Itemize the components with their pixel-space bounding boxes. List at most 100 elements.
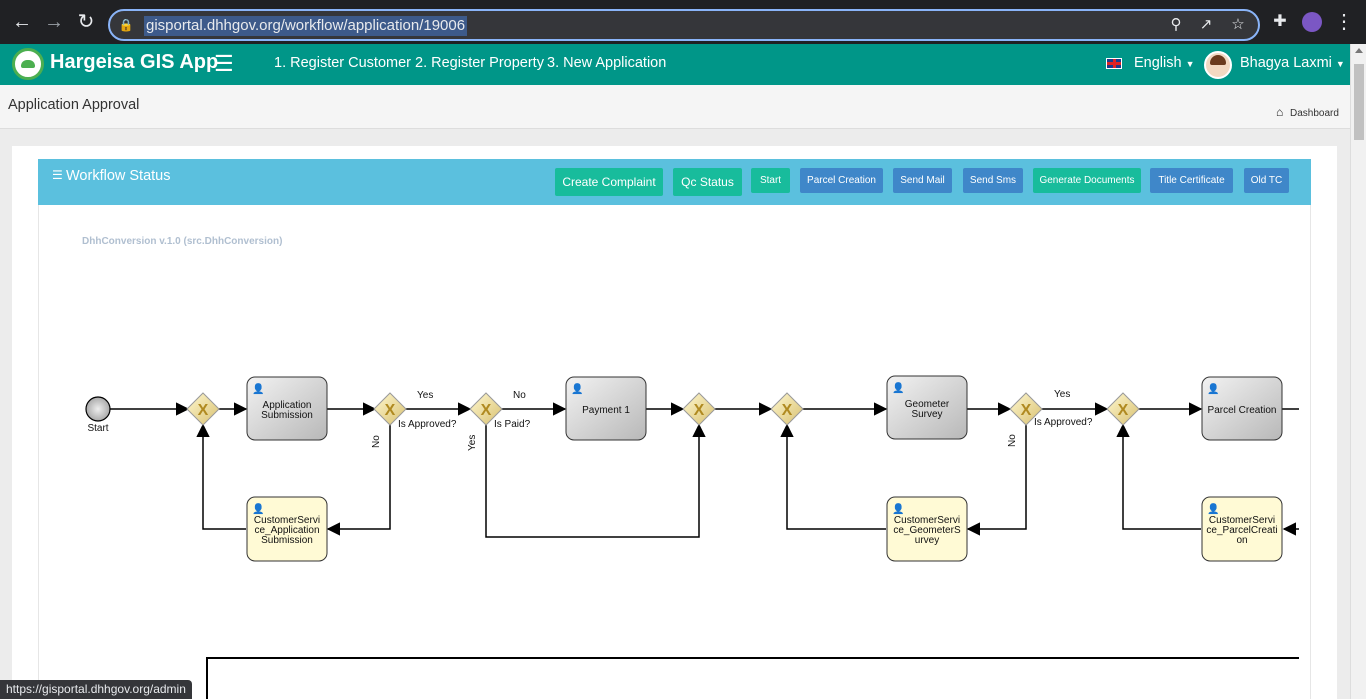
qc-status-button[interactable]: Qc Status [673,168,742,196]
start-event[interactable] [85,396,111,422]
edge-label-yes: Yes [417,390,433,401]
share-icon[interactable]: ↗ [1199,16,1213,33]
profile-avatar-icon[interactable] [1300,10,1324,34]
task-label: Survey [911,409,942,420]
send-sms-button[interactable]: Send Sms [963,168,1023,193]
uk-flag-icon [1106,58,1122,69]
extensions-icon[interactable]: ✚ [1273,13,1287,30]
title-certificate-button[interactable]: Title Certificate [1150,168,1233,193]
list-icon: ☰ [52,168,63,182]
svg-text:X: X [1118,402,1129,419]
page-title: Application Approval [8,97,140,113]
user-task-icon: 👤 [892,381,904,394]
generate-documents-button[interactable]: Generate Documents [1033,168,1141,193]
task-label: Submission [261,535,313,546]
task-label: Application [263,400,312,411]
edge-label-is-paid: Is Paid? [494,419,531,430]
zoom-icon[interactable]: ⚲ [1170,16,1182,33]
more-menu-icon[interactable]: ⋮ [1334,11,1354,33]
app-name[interactable]: Hargeisa GIS App [50,51,219,73]
scrollbar-thumb[interactable] [1354,64,1364,140]
svg-text:X: X [694,402,705,419]
edge-label-is-approved: Is Approved? [398,419,457,430]
parcel-creation-button[interactable]: Parcel Creation [800,168,883,193]
task-label: Payment 1 [582,405,630,416]
forward-icon[interactable]: → [44,11,64,33]
workflow-title: Workflow Status [66,168,171,184]
gateway[interactable]: X [682,392,716,426]
user-task-icon: 👤 [571,382,583,395]
task-cs-parcel-creation[interactable]: 👤 CustomerServi ce_ParcelCreati on [1201,496,1283,562]
user-task-icon: 👤 [892,502,904,515]
address-bar[interactable]: 🔒 gisportal.dhhgov.org/workflow/applicat… [108,9,1260,41]
edge-label-yes: Yes [467,435,478,451]
scroll-up-arrow-icon[interactable] [1355,48,1363,53]
task-application-submission[interactable]: 👤 Application Submission [246,376,328,441]
gateway[interactable]: X [770,392,804,426]
task-label: urvey [915,535,939,546]
process-name: DhhConversion v.1.0 (src.DhhConversion) [82,236,283,247]
home-icon[interactable]: ⌂ [1276,105,1284,119]
back-icon[interactable]: ← [12,11,32,33]
svg-text:X: X [481,402,492,419]
gateway[interactable]: X [373,392,407,426]
send-mail-button[interactable]: Send Mail [893,168,952,193]
edge-label-no: No [513,390,526,401]
start-button[interactable]: Start [751,168,790,193]
bookmark-star-icon[interactable]: ☆ [1231,16,1245,33]
gateway[interactable]: X [1009,392,1043,426]
user-name: Bhagya Laxmi [1240,55,1332,71]
task-label: Geometer [905,399,950,410]
page-scrollbar[interactable] [1350,44,1366,699]
caret-down-icon: ▼ [1185,59,1195,69]
task-label: CustomerServi [894,515,960,526]
lower-diagram-frame [206,657,1299,699]
user-task-icon: 👤 [1207,382,1219,395]
task-cs-geometer-survey[interactable]: 👤 CustomerServi ce_GeometerS urvey [886,496,968,562]
user-avatar[interactable] [1204,51,1232,79]
user-task-icon: 👤 [252,382,264,395]
old-tc-button[interactable]: Old TC [1244,168,1289,193]
reload-icon[interactable]: ↻ [77,11,95,33]
breadcrumb-dashboard[interactable]: Dashboard [1290,108,1339,119]
gateway[interactable]: X [186,392,220,426]
url-text[interactable]: gisportal.dhhgov.org/workflow/applicatio… [144,16,468,36]
gateway[interactable]: X [469,392,503,426]
svg-text:X: X [385,402,396,419]
task-label: Submission [261,410,313,421]
task-payment[interactable]: 👤 Payment 1 [565,376,647,441]
edge-label-yes: Yes [1054,389,1070,400]
task-label: ce_Application [254,525,319,536]
app-logo-icon [12,48,44,80]
link-status-bar: https://gisportal.dhhgov.org/admin [0,680,192,699]
svg-text:X: X [782,402,793,419]
nav-new-application[interactable]: 3. New Application [547,55,667,71]
task-label: ce_GeometerS [893,525,961,536]
language-label: English [1134,55,1182,71]
user-menu[interactable]: Bhagya Laxmi ▼ [1240,55,1345,71]
edge-label-no: No [1007,434,1018,447]
task-cs-application-submission[interactable]: 👤 CustomerServi ce_Application Submissio… [246,496,328,562]
page-header: Application Approval ⌂ Dashboard [0,85,1350,129]
nav-register-customer[interactable]: 1. Register Customer [274,55,411,71]
task-label: ce_ParcelCreati [1206,525,1277,536]
svg-text:X: X [1021,402,1032,419]
nav-register-property[interactable]: 2. Register Property [415,55,544,71]
browser-toolbar: ← → ↻ 🔒 gisportal.dhhgov.org/workflow/ap… [0,0,1366,44]
hamburger-menu-icon[interactable]: ☰ [214,51,234,76]
workflow-canvas [38,205,1311,699]
language-dropdown[interactable]: English ▼ [1134,55,1195,71]
user-task-icon: 👤 [1207,502,1219,515]
caret-down-icon: ▼ [1335,59,1345,69]
gateway[interactable]: X [1106,392,1140,426]
lock-icon[interactable]: 🔒 [118,18,134,32]
start-label: Start [87,423,108,434]
task-parcel-creation[interactable]: 👤 Parcel Creation [1201,376,1283,441]
task-label: on [1236,535,1247,546]
task-label: CustomerServi [1209,515,1275,526]
app-header: Hargeisa GIS App ☰ 1. Register Customer … [0,44,1350,85]
user-task-icon: 👤 [252,502,264,515]
task-geometer-survey[interactable]: 👤 Geometer Survey [886,375,968,440]
create-complaint-button[interactable]: Create Complaint [555,168,663,196]
